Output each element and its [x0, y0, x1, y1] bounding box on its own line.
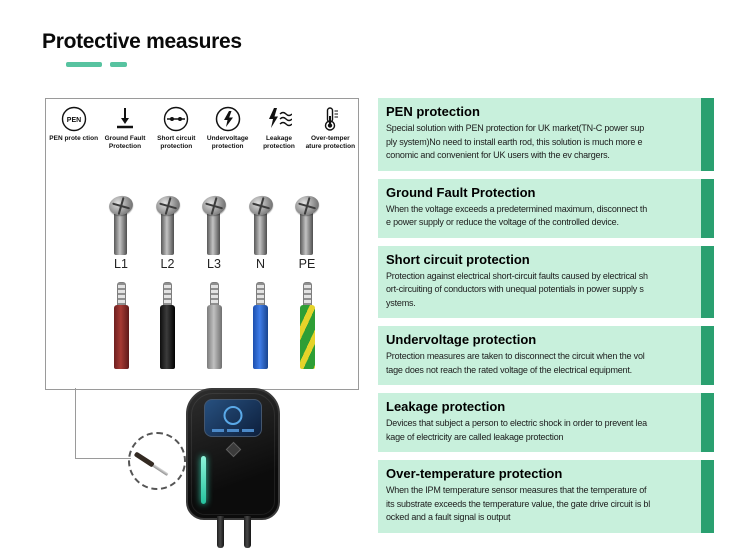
pen-icon: PEN — [48, 106, 99, 132]
svg-text:PEN: PEN — [66, 117, 80, 124]
terminal-label-pe: PE — [298, 257, 316, 271]
terminal-screw-l2 — [153, 193, 182, 258]
section-body-line: tage does not reach the rated voltage of… — [386, 364, 632, 375]
connector-line-horizontal — [75, 458, 131, 459]
wire-ferrule — [163, 282, 172, 306]
section-body-line: e power supply or reduce the voltage of … — [386, 217, 619, 227]
wire-l3 — [201, 282, 227, 369]
section-pen-protection: PEN protection Special solution with PEN… — [378, 98, 714, 171]
terminal-screw-n — [246, 193, 275, 258]
wire-ferrule — [256, 282, 265, 306]
undervoltage-icon — [202, 106, 253, 132]
section-ground-fault-protection: Ground Fault Protection When the voltage… — [378, 178, 714, 238]
section-body-line: Special solution with PEN protection for… — [386, 123, 645, 133]
charger-cable — [244, 516, 251, 548]
section-body-line: its substrate exceeds the temperature va… — [386, 498, 651, 509]
icon-label: Short circuit protection — [157, 135, 196, 150]
section-title: PEN protection — [386, 104, 480, 119]
icon-label: Ground Fault Protection — [104, 135, 146, 150]
section-body-line: ocked and a fault signal is output — [386, 512, 511, 522]
section-title: Over-temperature protection — [386, 466, 563, 481]
green-accent-bar — [701, 245, 714, 318]
wire-ferrule — [302, 282, 312, 306]
section-body-line: Protection measures are taken to disconn… — [386, 351, 645, 361]
icon-item-over-temperature: Over-temper ature protection — [305, 106, 356, 151]
wire-l2 — [155, 282, 181, 369]
charger-logo — [225, 441, 242, 458]
section-body-line: Protection against electrical short-circ… — [386, 270, 648, 281]
terminal-screw-pe — [293, 193, 321, 258]
ground-fault-icon — [99, 106, 150, 132]
connector-line-vertical — [75, 388, 76, 458]
section-title: Ground Fault Protection — [386, 184, 536, 200]
green-accent-bar — [701, 326, 714, 385]
icon-label: Leakage protection — [263, 135, 295, 150]
short-circuit-icon — [151, 106, 202, 132]
green-accent-bar — [701, 178, 714, 238]
section-body-line: Devices that subject a person to electri… — [386, 418, 647, 428]
terminal-label-l1: L1 — [114, 257, 128, 271]
icon-item-short-circuit: Short circuit protection — [151, 106, 202, 151]
icon-item-pen: PEN PEN prote ction — [48, 106, 99, 151]
title-underline-dash — [110, 62, 127, 67]
icon-item-leakage: Leakage protection — [253, 106, 304, 151]
icon-item-ground-fault: Ground Fault Protection — [99, 106, 150, 151]
green-accent-bar — [701, 460, 714, 533]
green-accent-bar — [701, 393, 714, 452]
terminal-screw-l1 — [107, 193, 135, 258]
earth-wire-tip — [133, 451, 169, 476]
section-body-line: When the IPM temperature sensor measures… — [386, 485, 647, 495]
section-short-circuit-protection: Short circuit protection Protection agai… — [378, 245, 714, 318]
wire-pe — [294, 282, 320, 369]
info-column: PEN protection Special solution with PEN… — [378, 98, 714, 533]
section-body-line: ort-circuiting of conductors with unequa… — [386, 284, 644, 294]
icon-item-undervoltage: Undervoltage protection — [202, 106, 253, 151]
terminal-screw-l3 — [200, 193, 228, 258]
green-accent-bar — [701, 98, 714, 171]
section-title: Undervoltage protection — [386, 332, 537, 347]
terminal-label-n: N — [255, 257, 266, 271]
thermometer-icon — [305, 106, 356, 132]
charger-screen — [204, 399, 262, 437]
ev-charger — [186, 388, 280, 520]
wire-ferrule — [209, 282, 219, 306]
title-underline-dash — [66, 62, 102, 67]
wire-l1 — [108, 282, 134, 369]
terminal-row — [107, 193, 321, 258]
icon-label: Over-temper ature protection — [305, 135, 356, 150]
page-title: Protective measures — [42, 30, 242, 53]
icon-label: PEN prote ction — [49, 135, 99, 142]
icon-label: Undervoltage protection — [206, 135, 249, 150]
section-title: Leakage protection — [386, 399, 506, 414]
wire-ferrule — [116, 282, 126, 306]
wire-row — [108, 282, 320, 369]
section-body-line: ystems. — [386, 297, 416, 308]
charger-cable — [217, 516, 224, 548]
terminal-label-l3: L3 — [207, 257, 221, 271]
leakage-icon — [253, 106, 304, 132]
section-undervoltage-protection: Undervoltage protection Protection measu… — [378, 326, 714, 385]
section-body-line: kage of electricity are called leakage p… — [386, 431, 564, 442]
section-title: Short circuit protection — [386, 251, 530, 267]
section-leakage-protection: Leakage protection Devices that subject … — [378, 393, 714, 452]
section-body-line: When the voltage exceeds a predetermined… — [386, 203, 648, 214]
terminal-label-l2: L2 — [160, 257, 175, 271]
section-body-line: conomic and convenient for UK users with… — [386, 150, 610, 160]
magnifier-circle — [128, 432, 186, 490]
charger-led-strip — [201, 456, 206, 504]
protection-icons-row: PEN PEN prote ction Ground Fault Protect… — [48, 106, 356, 151]
section-body-line: ply system)No need to install earth rod,… — [386, 136, 643, 147]
section-over-temperature-protection: Over-temperature protection When the IPM… — [378, 460, 714, 533]
wire-n — [248, 282, 274, 369]
terminal-labels-row: L1 L2 L3 N PE — [108, 257, 320, 271]
